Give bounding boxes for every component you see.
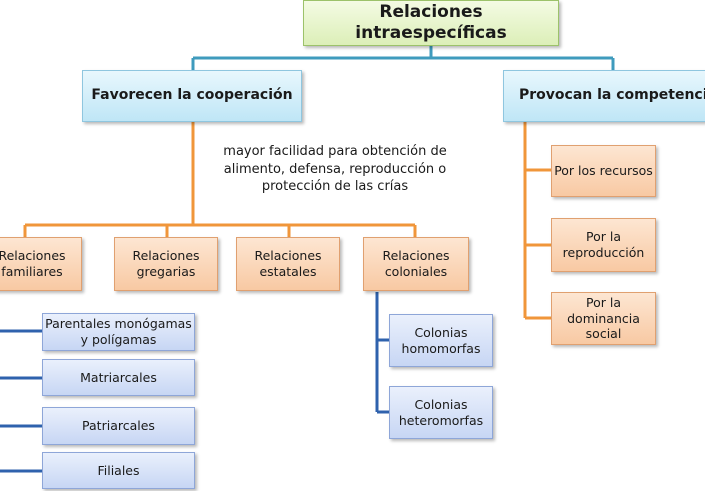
type-coloniales: Relaciones coloniales — [363, 237, 469, 291]
root-node: Relaciones intraespecíficas — [303, 0, 559, 46]
coloniales-child-heteromorfas-label: Colonias heteromorfas — [398, 396, 484, 428]
familiares-child-filiales-label: Filiales — [97, 462, 140, 478]
competition-node: Provocan la competencia — [503, 70, 705, 122]
type-gregarias: Relaciones gregarias — [114, 237, 218, 291]
familiares-child-parentales: Parentales monógamas y polígamas — [42, 313, 195, 351]
type-coloniales-label: Relaciones coloniales — [382, 248, 450, 279]
coloniales-child-homomorfas-label: Colonias homomorfas — [401, 324, 481, 356]
type-gregarias-label: Relaciones gregarias — [132, 248, 200, 279]
type-estatales-label: Relaciones estatales — [254, 248, 322, 279]
cooperation-label: Favorecen la cooperación — [91, 87, 293, 104]
familiares-child-matriarcales: Matriarcales — [42, 359, 195, 396]
competition-type-dominancia-label: Por la dominancia social — [567, 295, 640, 342]
competition-type-dominancia: Por la dominancia social — [551, 292, 656, 345]
competition-type-reproduccion-label: Por la reproducción — [562, 229, 645, 260]
familiares-child-patriarcales: Patriarcales — [42, 407, 195, 445]
type-familiares: Relaciones familiares — [0, 237, 82, 291]
type-familiares-label: Relaciones familiares — [0, 248, 66, 279]
coloniales-child-heteromorfas: Colonias heteromorfas — [389, 386, 493, 439]
cooperation-note-text: mayor facilidad para obtención de alimen… — [223, 144, 447, 195]
competition-label: Provocan la competencia — [519, 87, 705, 104]
competition-type-recursos-label: Por los recursos — [554, 163, 653, 179]
cooperation-note: mayor facilidad para obtención de alimen… — [210, 143, 460, 196]
competition-type-reproduccion: Por la reproducción — [551, 218, 656, 272]
root-label: Relaciones intraespecíficas — [355, 1, 507, 43]
familiares-child-patriarcales-label: Patriarcales — [82, 418, 155, 434]
coloniales-child-homomorfas: Colonias homomorfas — [389, 314, 493, 367]
competition-type-recursos: Por los recursos — [551, 145, 656, 197]
familiares-child-filiales: Filiales — [42, 452, 195, 489]
familiares-child-matriarcales-label: Matriarcales — [80, 369, 157, 385]
type-estatales: Relaciones estatales — [236, 237, 340, 291]
familiares-child-parentales-label: Parentales monógamas y polígamas — [45, 316, 192, 347]
cooperation-node: Favorecen la cooperación — [82, 70, 302, 122]
